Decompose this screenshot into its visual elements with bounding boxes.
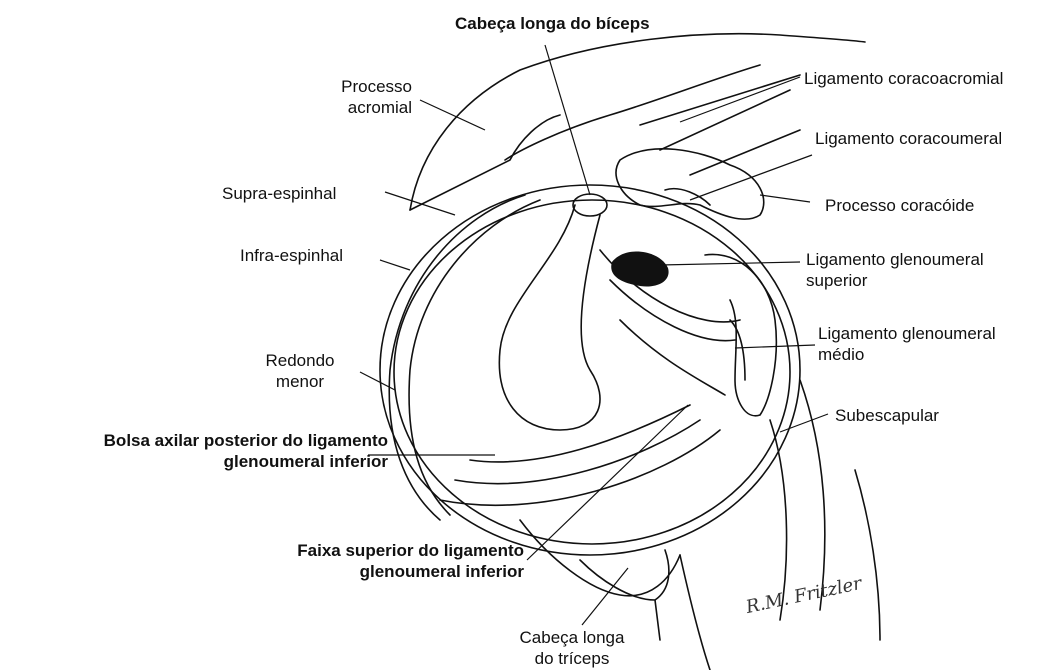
dark-recess bbox=[611, 252, 668, 287]
coracoid-process bbox=[616, 149, 764, 219]
label-infra-espinhal: Infra-espinhal bbox=[240, 245, 343, 266]
acromion-lower bbox=[410, 115, 560, 210]
label-subescapular: Subescapular bbox=[835, 405, 939, 426]
label-coracoacromial: Ligamento coracoacromial bbox=[804, 68, 1003, 89]
glenohumeral-ligament bbox=[705, 254, 776, 415]
biceps-tendon bbox=[499, 205, 600, 430]
rotator-cuff-band bbox=[389, 195, 525, 520]
label-coracoide: Processo coracóide bbox=[825, 195, 974, 216]
label-biceps: Cabeça longa do bíceps bbox=[455, 13, 650, 34]
label-supra-espinhal: Supra-espinhal bbox=[222, 183, 336, 204]
acromion-outline bbox=[410, 34, 865, 210]
label-coracoumeral: Ligamento coracoumeral bbox=[815, 128, 1002, 149]
